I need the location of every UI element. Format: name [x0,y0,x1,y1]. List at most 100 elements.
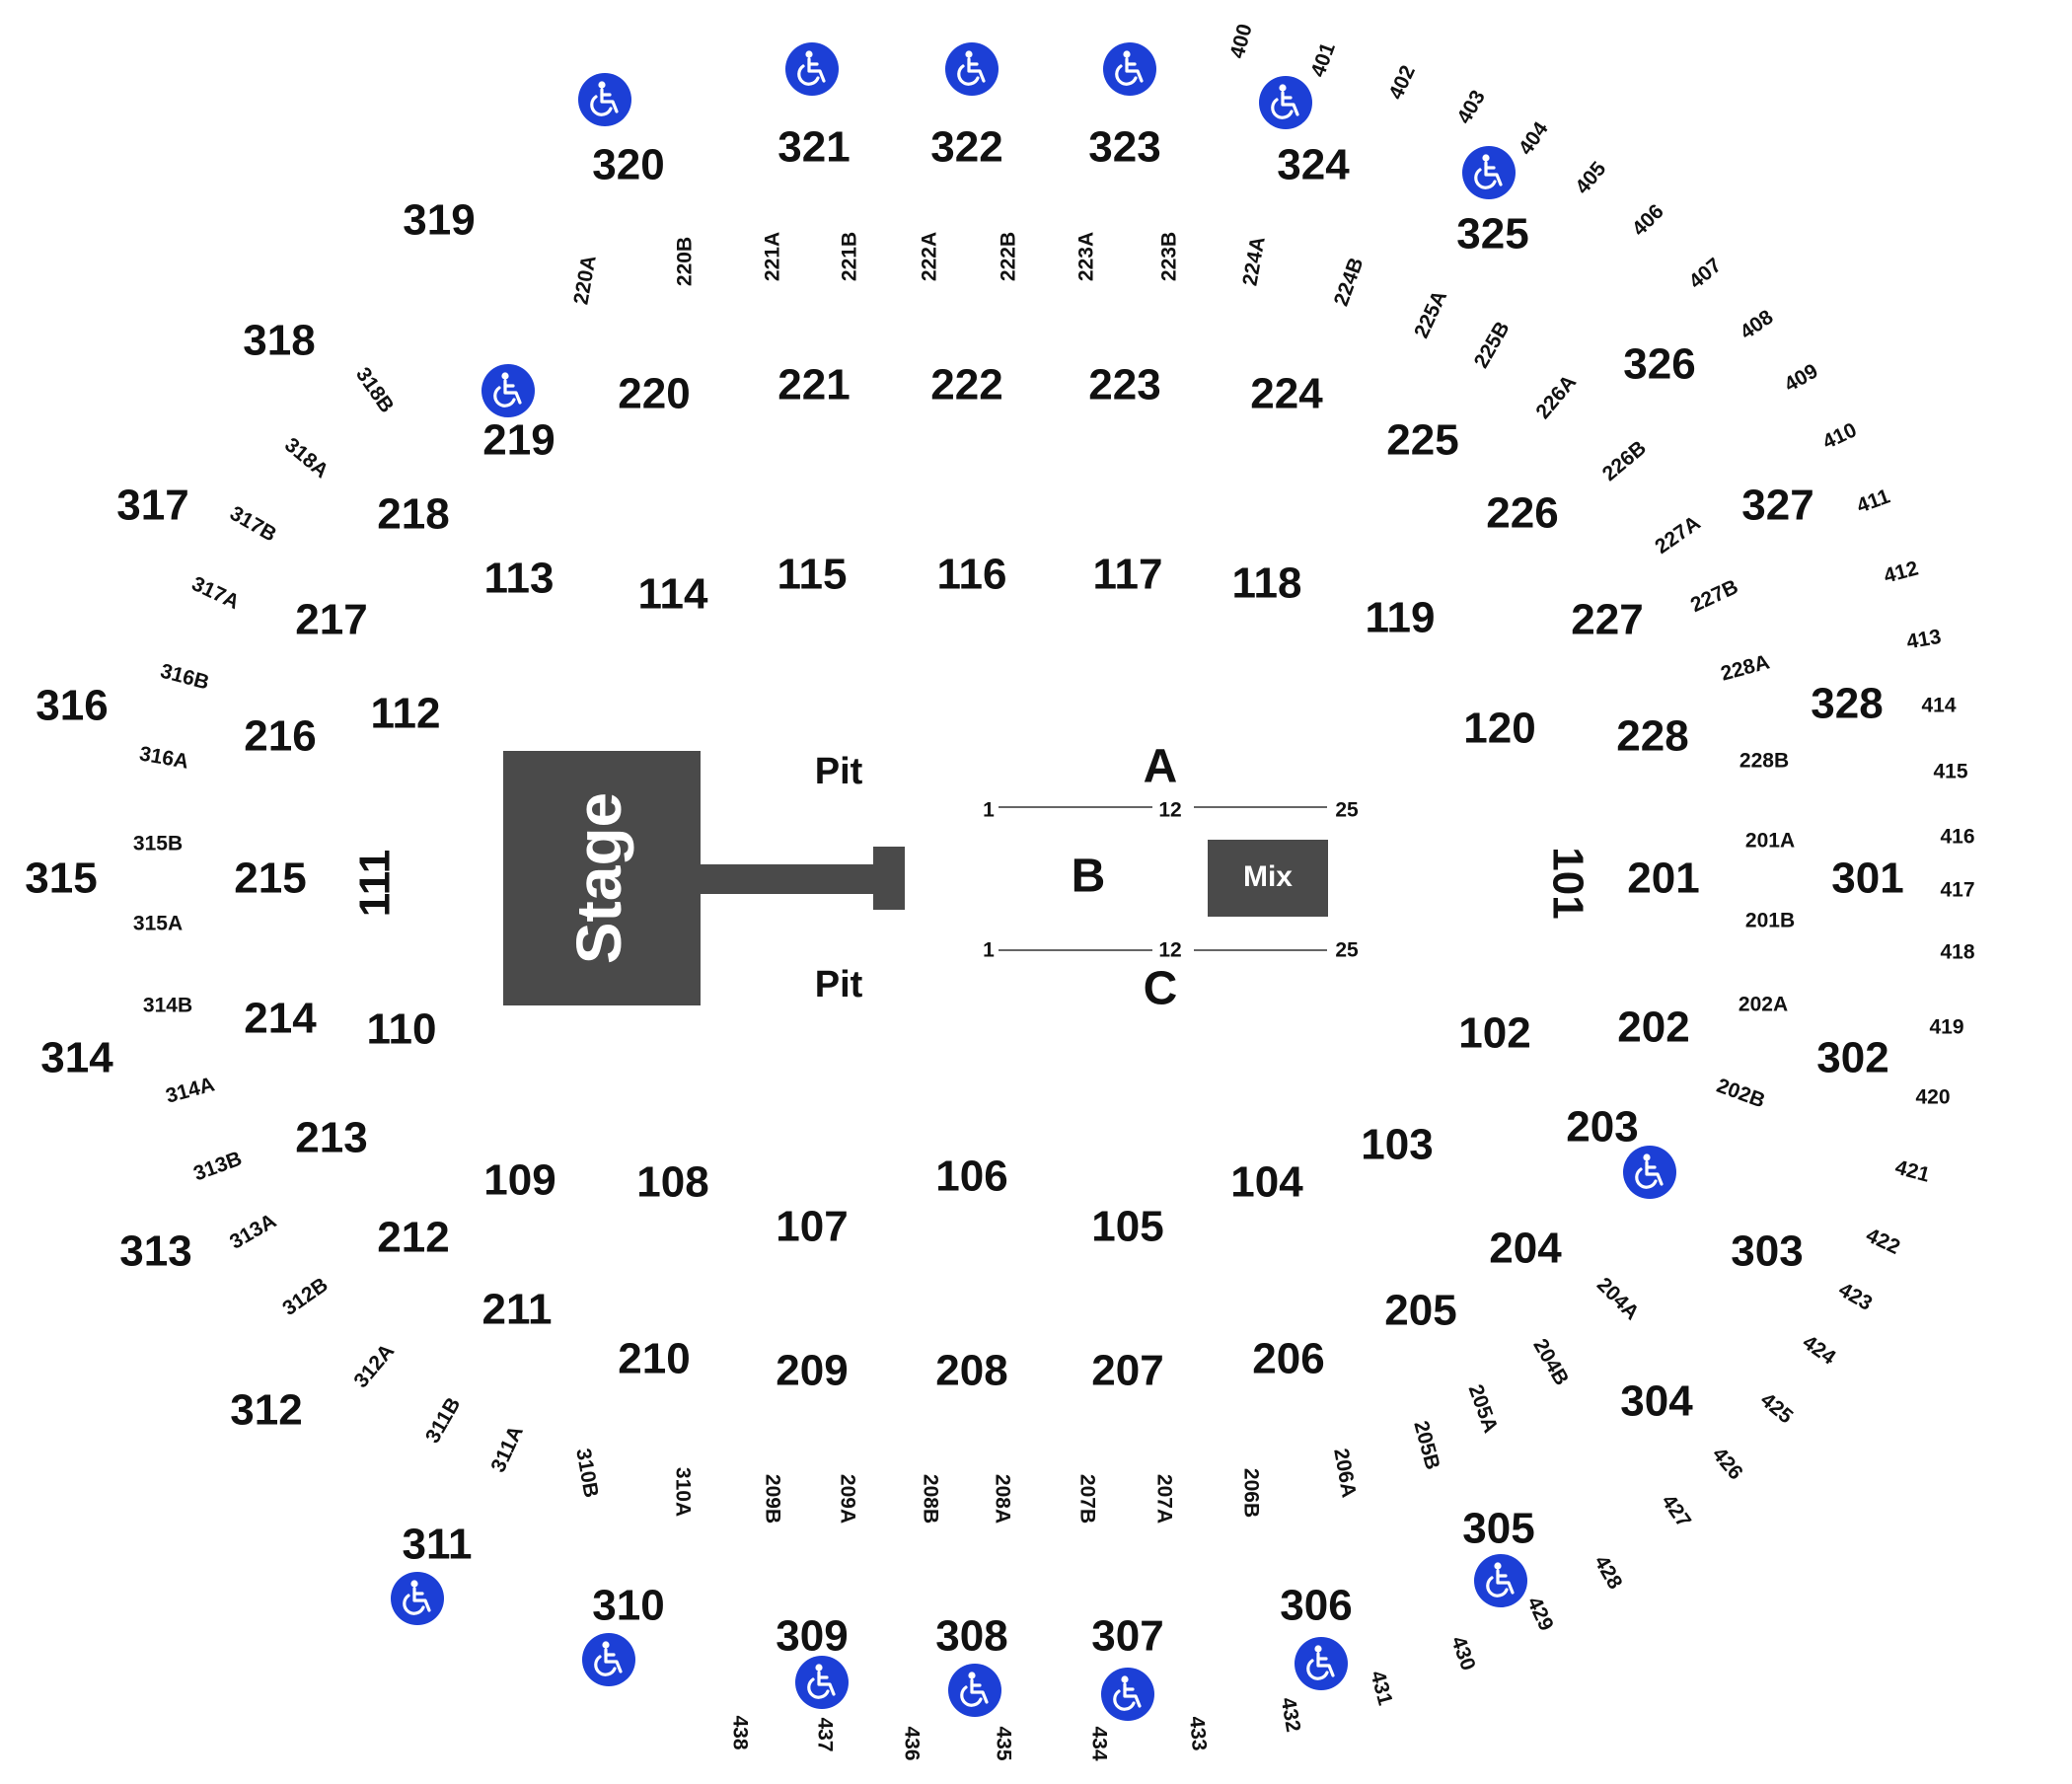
section-102[interactable]: 102 [1458,1009,1530,1058]
subsection-223A[interactable]: 223A [1075,232,1098,281]
upper-section-437[interactable]: 437 [813,1717,836,1751]
upper-section-438[interactable]: 438 [728,1715,751,1749]
upper-section-407[interactable]: 407 [1685,254,1727,293]
subsection-317B[interactable]: 317B [226,502,280,547]
section-110[interactable]: 110 [367,1005,437,1054]
section-316[interactable]: 316 [36,682,108,730]
section-319[interactable]: 319 [403,196,475,245]
subsection-209A[interactable]: 209A [836,1474,858,1524]
section-203[interactable]: 203 [1566,1103,1638,1152]
upper-section-411[interactable]: 411 [1854,484,1893,517]
section-106[interactable]: 106 [935,1152,1007,1201]
upper-section-433[interactable]: 433 [1185,1715,1211,1751]
section-215[interactable]: 215 [234,855,306,903]
section-220[interactable]: 220 [618,370,690,418]
upper-section-406[interactable]: 406 [1628,200,1668,241]
subsection-220B[interactable]: 220B [674,237,697,286]
subsection-313B[interactable]: 313B [190,1148,245,1186]
upper-section-420[interactable]: 420 [1915,1086,1950,1109]
section-323[interactable]: 323 [1088,123,1160,172]
section-221[interactable]: 221 [777,361,850,409]
section-210[interactable]: 210 [618,1335,690,1383]
section-209[interactable]: 209 [776,1347,848,1395]
subsection-226A[interactable]: 226A [1531,371,1581,423]
subsection-202B[interactable]: 202B [1714,1075,1768,1113]
section-315[interactable]: 315 [25,855,97,903]
upper-section-400[interactable]: 400 [1225,22,1256,61]
section-104[interactable]: 104 [1230,1158,1303,1207]
section-223[interactable]: 223 [1088,361,1160,409]
section-107[interactable]: 107 [776,1203,848,1251]
subsection-228B[interactable]: 228B [1739,750,1789,773]
subsection-225B[interactable]: 225B [1470,318,1515,372]
section-208[interactable]: 208 [935,1347,1007,1395]
subsection-204A[interactable]: 204A [1592,1273,1644,1324]
upper-section-436[interactable]: 436 [900,1726,923,1760]
subsection-220A[interactable]: 220A [569,254,600,306]
section-306[interactable]: 306 [1280,1582,1352,1630]
subsection-224B[interactable]: 224B [1330,255,1369,309]
section-322[interactable]: 322 [930,123,1002,172]
section-108[interactable]: 108 [636,1158,708,1207]
upper-section-434[interactable]: 434 [1087,1726,1110,1760]
section-101[interactable]: 101 [1543,847,1591,919]
upper-section-414[interactable]: 414 [1921,695,1956,717]
section-113[interactable]: 113 [484,555,555,603]
upper-section-435[interactable]: 435 [992,1726,1014,1760]
row-a-label[interactable]: A [1144,741,1178,793]
upper-section-428[interactable]: 428 [1590,1552,1627,1594]
section-212[interactable]: 212 [377,1214,449,1262]
subsection-227B[interactable]: 227B [1687,575,1741,617]
subsection-312B[interactable]: 312B [278,1273,332,1320]
subsection-225A[interactable]: 225A [1410,287,1451,341]
row-c-label[interactable]: C [1144,963,1178,1015]
upper-section-427[interactable]: 427 [1657,1491,1695,1532]
subsection-205A[interactable]: 205A [1464,1381,1503,1436]
section-303[interactable]: 303 [1731,1227,1803,1276]
section-201[interactable]: 201 [1627,855,1699,903]
section-308[interactable]: 308 [935,1612,1007,1661]
subsection-224A[interactable]: 224A [1238,235,1269,287]
section-228[interactable]: 228 [1616,712,1688,761]
subsection-314A[interactable]: 314A [164,1073,217,1107]
subsection-312A[interactable]: 312A [349,1340,399,1392]
section-120[interactable]: 120 [1463,705,1535,753]
subsection-201A[interactable]: 201A [1745,830,1795,853]
upper-section-417[interactable]: 417 [1940,879,1974,902]
subsection-313A[interactable]: 313A [226,1210,280,1254]
section-116[interactable]: 116 [937,551,1007,599]
section-218[interactable]: 218 [377,490,449,539]
subsection-315A[interactable]: 315A [133,913,183,935]
subsection-311B[interactable]: 311B [421,1394,465,1448]
upper-section-430[interactable]: 430 [1446,1633,1480,1673]
upper-section-408[interactable]: 408 [1737,306,1778,344]
section-204[interactable]: 204 [1489,1225,1562,1273]
subsection-314B[interactable]: 314B [143,995,192,1017]
subsection-206A[interactable]: 206A [1329,1447,1360,1499]
subsection-223B[interactable]: 223B [1158,232,1181,281]
section-325[interactable]: 325 [1456,210,1528,259]
section-312[interactable]: 312 [230,1386,302,1435]
subsection-228A[interactable]: 228A [1719,650,1772,685]
subsection-310A[interactable]: 310A [671,1467,694,1517]
section-224[interactable]: 224 [1250,370,1323,418]
upper-section-424[interactable]: 424 [1799,1331,1840,1370]
section-222[interactable]: 222 [930,361,1002,409]
section-117[interactable]: 117 [1093,551,1163,599]
section-310[interactable]: 310 [592,1582,664,1630]
upper-section-422[interactable]: 422 [1863,1224,1903,1259]
subsection-227A[interactable]: 227A [1651,511,1704,558]
subsection-317A[interactable]: 317A [188,572,243,614]
subsection-318A[interactable]: 318A [280,433,333,483]
section-105[interactable]: 105 [1091,1203,1163,1251]
upper-section-410[interactable]: 410 [1819,418,1860,454]
upper-section-409[interactable]: 409 [1781,359,1822,396]
section-103[interactable]: 103 [1361,1121,1433,1169]
subsection-205B[interactable]: 205B [1409,1419,1443,1472]
upper-section-432[interactable]: 432 [1277,1696,1305,1735]
subsection-316A[interactable]: 316A [137,742,189,773]
section-318[interactable]: 318 [243,317,315,365]
section-307[interactable]: 307 [1091,1612,1163,1661]
row-b-label[interactable]: B [1072,851,1106,903]
section-328[interactable]: 328 [1811,680,1883,728]
